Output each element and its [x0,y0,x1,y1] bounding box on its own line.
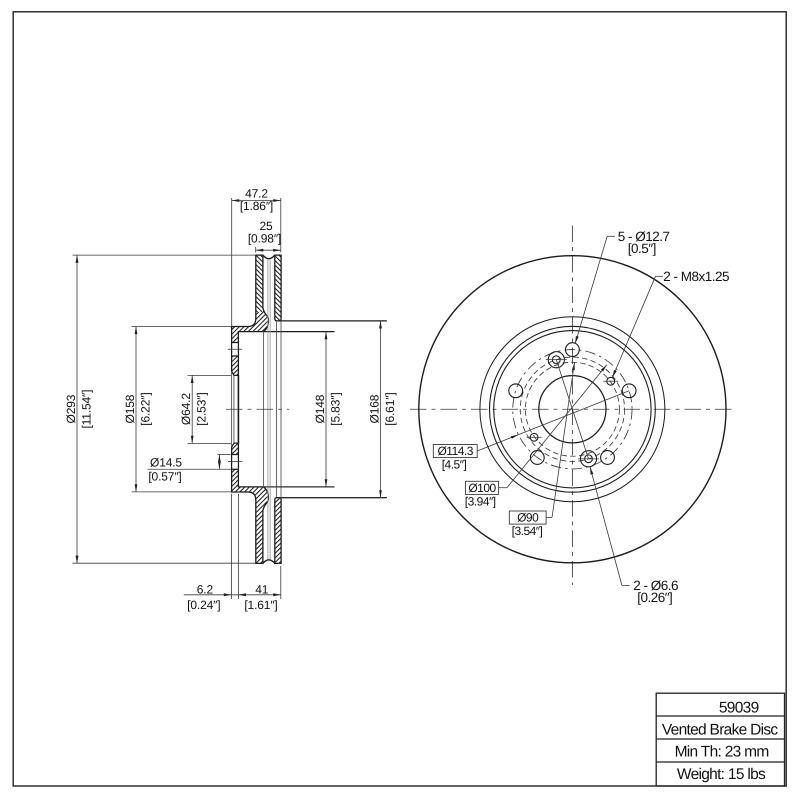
svg-text:Ø168: Ø168 [368,394,382,423]
svg-text:[0.5″]: [0.5″] [628,241,656,256]
svg-text:25: 25 [259,219,273,233]
svg-text:Weight: 15 lbs: Weight: 15 lbs [677,766,766,783]
svg-text:[3.54″]: [3.54″] [512,524,543,538]
svg-text:Ø100: Ø100 [468,481,496,495]
svg-text:[4.5″]: [4.5″] [442,458,467,472]
svg-text:2 - M8x1.25: 2 - M8x1.25 [663,269,729,284]
svg-text:[0.57″]: [0.57″] [148,469,181,483]
svg-text:Ø14.5: Ø14.5 [150,455,182,469]
svg-text:41: 41 [255,582,269,596]
svg-text:[5.83″]: [5.83″] [328,392,342,425]
svg-text:[3.94″]: [3.94″] [465,494,496,508]
svg-text:Min Th: 23 mm: Min Th: 23 mm [675,744,769,761]
svg-text:5 - Ø12.7: 5 - Ø12.7 [618,229,670,244]
svg-text:[1.61″]: [1.61″] [244,598,277,612]
svg-text:[11.54″]: [11.54″] [79,390,93,429]
svg-text:Ø64.2: Ø64.2 [179,393,193,425]
svg-text:Ø158: Ø158 [123,394,137,423]
svg-text:[6.61″]: [6.61″] [383,392,397,425]
svg-text:47.2: 47.2 [245,187,268,201]
svg-text:[2.53″]: [2.53″] [195,392,209,425]
svg-text:[6.22″]: [6.22″] [138,392,152,425]
svg-text:[0.24″]: [0.24″] [187,598,220,612]
svg-text:[0.98″]: [0.98″] [248,232,281,246]
svg-text:[1.86″]: [1.86″] [240,199,273,213]
svg-text:Ø148: Ø148 [313,394,327,423]
svg-text:[0.26″]: [0.26″] [637,590,672,605]
svg-text:2 - Ø6.6: 2 - Ø6.6 [633,578,678,593]
svg-text:Ø293: Ø293 [64,394,78,423]
svg-text:Ø90: Ø90 [517,511,539,525]
svg-text:Vented Brake Disc: Vented Brake Disc [662,721,779,738]
svg-text:Ø114.3: Ø114.3 [437,444,473,458]
svg-text:59039: 59039 [719,699,759,716]
svg-text:6.2: 6.2 [197,582,214,596]
